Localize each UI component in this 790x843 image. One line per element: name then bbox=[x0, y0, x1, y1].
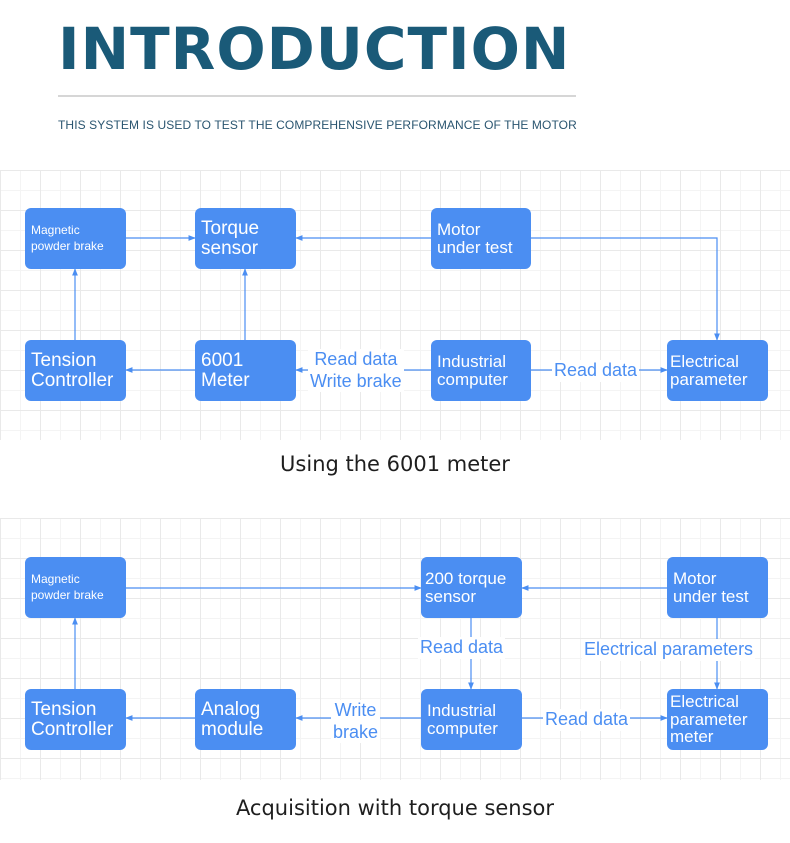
d2-node-motor-under-test: Motor under test bbox=[667, 557, 768, 618]
d1-edge-motor-elec bbox=[531, 237, 720, 341]
d2-node-tension-controller: Tension Controller bbox=[25, 689, 126, 750]
title-divider bbox=[58, 95, 576, 97]
d2-label-read-data: Read data bbox=[543, 709, 631, 731]
d1-node-magnetic-powder-brake: Magnetic powder brake bbox=[25, 208, 126, 269]
d1-label-read-write: Read data Write brake bbox=[308, 349, 404, 393]
d1-caption: Using the 6001 meter bbox=[280, 452, 510, 476]
d2-node-electrical-parameter-meter: Electrical parameter meter bbox=[667, 689, 768, 750]
d2-caption: Acquisition with torque sensor bbox=[235, 796, 555, 820]
d1-node-electrical-parameter: Electrical parameter bbox=[667, 340, 768, 401]
diagram1-grid bbox=[0, 170, 790, 440]
d2-label-write-brake: Write brake bbox=[331, 700, 381, 744]
d1-node-torque-sensor: Torque sensor bbox=[195, 208, 296, 269]
d2-node-industrial-computer: Industrial computer bbox=[421, 689, 522, 750]
d2-label-electrical-parameters: Electrical parameters bbox=[582, 639, 756, 661]
d1-node-motor-under-test: Motor under test bbox=[431, 208, 531, 269]
d1-node-industrial-computer: Industrial computer bbox=[431, 340, 531, 401]
d1-node-tension-controller: Tension Controller bbox=[25, 340, 126, 401]
d2-node-analog-module: Analog module bbox=[195, 689, 296, 750]
d1-label-read-data: Read data bbox=[552, 360, 640, 382]
d2-node-magnetic-powder-brake: Magnetic powder brake bbox=[25, 557, 126, 618]
d1-node-6001-meter: 6001 Meter bbox=[195, 340, 296, 401]
d2-node-200-torque-sensor: 200 torque sensor bbox=[421, 557, 522, 618]
page-subtitle: THIS SYSTEM IS USED TO TEST THE COMPREHE… bbox=[58, 118, 577, 132]
d2-label-read-data-torque: Read data bbox=[418, 637, 506, 659]
page-title: INTRODUCTION bbox=[58, 15, 571, 83]
